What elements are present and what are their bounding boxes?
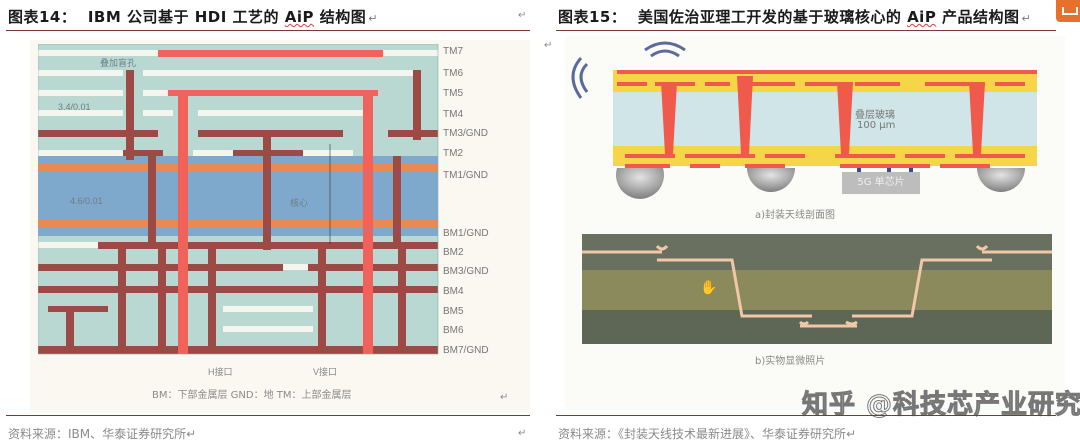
- figure-a-caption: a)封装天线剖面图: [755, 210, 836, 221]
- layer-label-bm6: BM6: [443, 325, 464, 336]
- return-mark: ↵: [518, 428, 527, 439]
- return-mark: ↵: [518, 10, 527, 21]
- figure-15-panel: 图表15： 美国佐治亚理工开发的基于玻璃核心的 AiP 产品结构图↵ ↵: [540, 0, 1080, 445]
- layer-label-tm2: TM2: [443, 148, 463, 159]
- caption-divider: [556, 30, 1056, 31]
- caption-title: IBM 公司基于 HDI 工艺的: [87, 8, 285, 26]
- micrograph-photo: [582, 234, 1052, 344]
- layer-label-bm7-gnd: BM7/GND: [443, 345, 489, 356]
- source-divider: [556, 415, 1056, 416]
- figure-14-caption: 图表14： IBM 公司基于 HDI 工艺的 AiP 结构图↵: [8, 6, 378, 27]
- figure-14-source: 资料来源：IBM、华泰证券研究所↵: [8, 427, 197, 441]
- figure-b-caption: b)实物显微照片: [755, 356, 826, 367]
- antenna-cross-section-diagram: [571, 41, 1037, 199]
- layer-label-tm3-gnd: TM3/GND: [443, 128, 488, 139]
- return-mark: ↵: [1021, 12, 1032, 25]
- caption-number: 图表14：: [8, 8, 77, 26]
- caption-title: 美国佐治亚理工开发的基于玻璃核心的: [637, 8, 908, 26]
- figure-14-panel: 图表14： IBM 公司基于 HDI 工艺的 AiP 结构图↵ ↵: [6, 6, 530, 441]
- glass-thickness-label: 100 μm: [857, 120, 896, 131]
- core-label: 核心: [290, 198, 309, 208]
- hdi-stack-diagram: [38, 44, 439, 355]
- layer-label-tm5: TM5: [443, 88, 463, 99]
- layer-label-tm4: TM4: [443, 109, 463, 120]
- return-mark: ↵: [368, 12, 378, 25]
- caption-title-suffix: 产品结构图: [936, 8, 1020, 26]
- caption-title-suffix: 结构图: [314, 8, 367, 26]
- layer-label-tm1-gnd: TM1/GND: [443, 170, 488, 181]
- layer-label-tm6: TM6: [443, 68, 463, 79]
- caption-number: 图表15：: [558, 8, 627, 26]
- glass-layer-label: 叠层玻璃: [855, 110, 895, 121]
- caption-aip: AiP: [284, 8, 314, 26]
- zhihu-logo-icon: [1056, 0, 1080, 22]
- return-mark: ↵: [544, 40, 553, 51]
- figure-legend: BM：下部金属层 GND：地 TM：上部金属层: [152, 390, 352, 401]
- hdi-aip-structure-figure: 叠加盲孔 3.4/0.01 4.6/0.01 核心 TM7 TM6 TM5 TM…: [30, 40, 530, 412]
- dielectric-core-label: 4.6/0.01: [70, 196, 103, 206]
- layer-label-bm3-gnd: BM3/GND: [443, 266, 489, 277]
- layer-label-bm1-gnd: BM1/GND: [443, 228, 489, 239]
- dielectric-top-label: 3.4/0.01: [58, 102, 91, 112]
- v-port-label: V接口: [313, 367, 338, 377]
- figure-15-source: 资料来源：《封装天线技术最新进展》、华泰证券研究所↵: [558, 427, 857, 441]
- return-mark: ↵: [500, 392, 509, 403]
- source-divider: [6, 415, 530, 416]
- layer-label-bm5: BM5: [443, 306, 464, 317]
- caption-divider: [6, 30, 530, 31]
- glass-core-aip-figure: 叠层玻璃 100 μm 5G 单芯片 a)封装天线剖面图 ✋ b)实物显微照片: [565, 36, 1065, 410]
- layer-label-bm2: BM2: [443, 247, 464, 258]
- caption-aip: AiP: [907, 8, 937, 26]
- figure-15-caption: 图表15： 美国佐治亚理工开发的基于玻璃核心的 AiP 产品结构图↵: [558, 6, 1031, 27]
- h-port-label: H接口: [208, 367, 233, 377]
- layer-label-tm7: TM7: [443, 46, 463, 57]
- layer-label-bm4: BM4: [443, 286, 464, 297]
- hand-cursor-icon: ✋: [700, 280, 718, 296]
- stacked-via-label: 叠加盲孔: [100, 58, 137, 68]
- 5g-chip: 5G 单芯片: [842, 172, 920, 194]
